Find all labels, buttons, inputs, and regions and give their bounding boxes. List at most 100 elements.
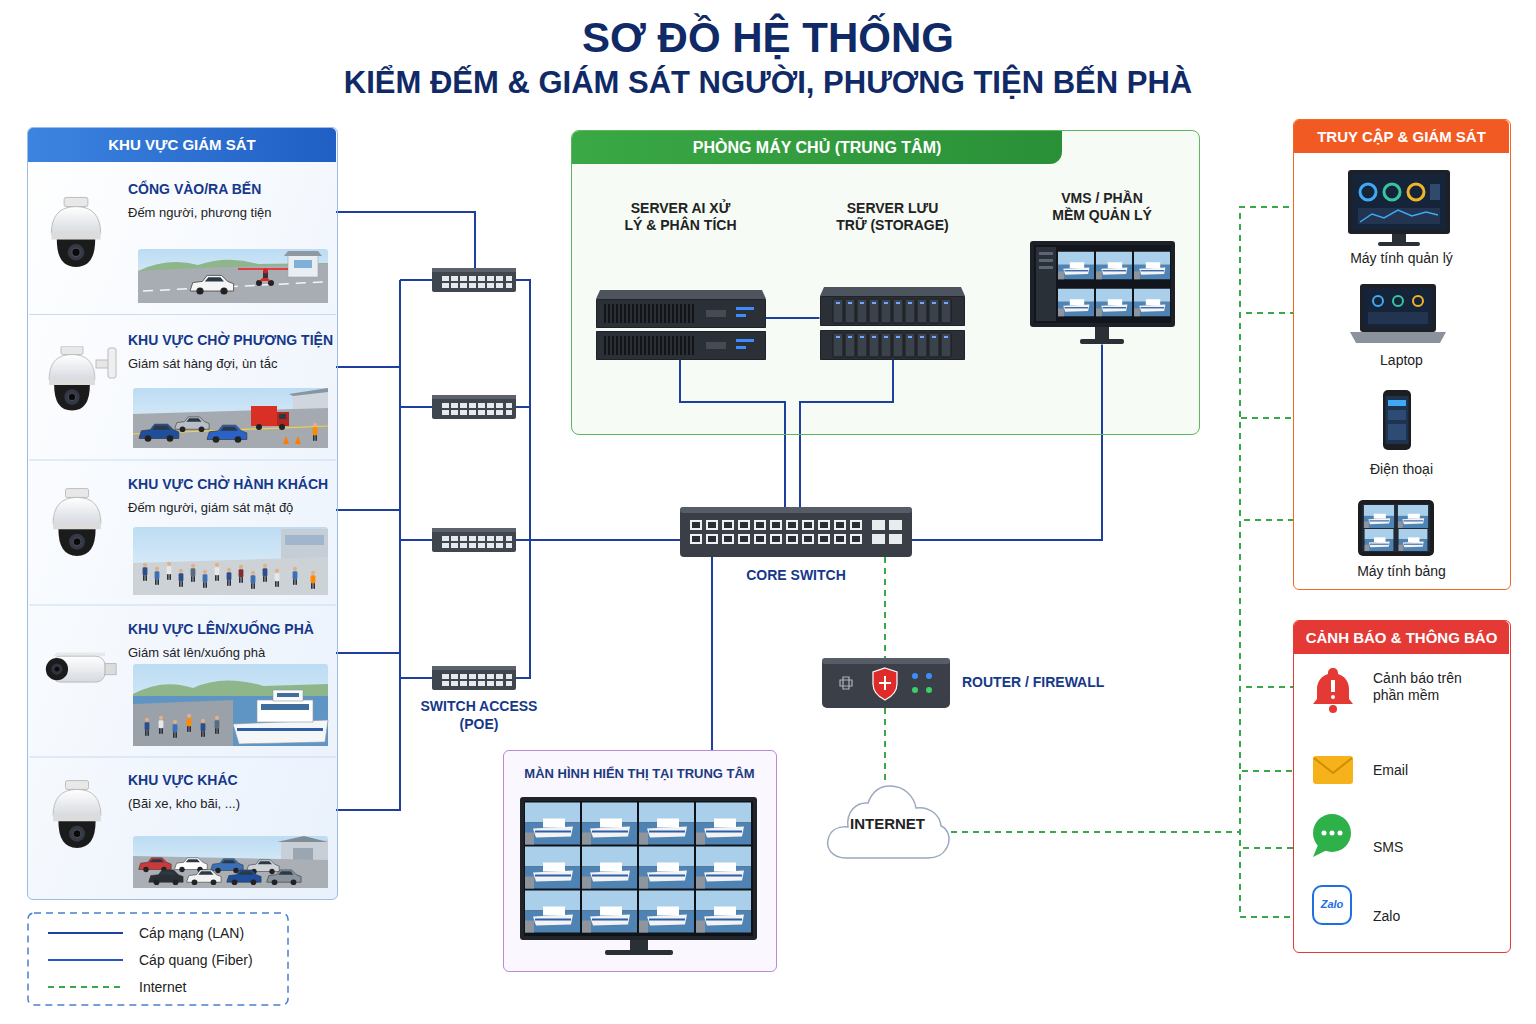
alert-item: Cảnh báo trên phần mềm bbox=[1294, 662, 1509, 714]
vehicle-queue-scene bbox=[313, 423, 318, 441]
access-switch-icon bbox=[432, 268, 516, 690]
vehicle-queue-scene bbox=[279, 424, 285, 430]
ai-server: SERVER AI XỬ LÝ & PHÂN TÍCH bbox=[596, 200, 766, 360]
node-text: Email bbox=[1373, 762, 1491, 780]
vms-software: VMS / PHẦN MỀM QUẢN LÝ bbox=[1030, 190, 1175, 345]
panel-fills bbox=[27, 127, 338, 900]
core-switch: CORE SWITCH bbox=[680, 507, 912, 557]
ferry-scene bbox=[233, 720, 328, 744]
ferry-scene bbox=[133, 700, 233, 746]
laptop-icon bbox=[1393, 296, 1403, 306]
node-text: CỔNG VÀO/RA BẾN bbox=[128, 181, 335, 199]
vms-monitor-icon bbox=[1039, 266, 1053, 269]
diagram-subtitle: KIỂM ĐẾM & GIÁM SÁT NGƯỜI, PHƯƠNG TIỆN B… bbox=[0, 64, 1536, 103]
ai-server-icon bbox=[596, 290, 766, 360]
camera-icon bbox=[53, 781, 101, 848]
ferry-scene bbox=[187, 714, 192, 732]
switch-group: SWITCH ACCESS (POE) bbox=[414, 262, 544, 740]
display-monitor-icon bbox=[639, 891, 694, 933]
node-text: PHÒNG MÁY CHỦ (TRUNG TÂM) bbox=[572, 131, 1062, 164]
legend-sample bbox=[48, 932, 123, 934]
phone-icon bbox=[1386, 396, 1409, 444]
vehicle-queue-scene bbox=[139, 424, 179, 442]
camera-icon bbox=[46, 653, 116, 683]
row-separator bbox=[29, 757, 336, 758]
node-text: Điện thoại bbox=[1294, 461, 1509, 479]
sms-icon bbox=[1313, 814, 1351, 852]
laptop-icon bbox=[1350, 284, 1446, 343]
network-cable bbox=[680, 360, 785, 508]
desktop-icon bbox=[1392, 234, 1406, 242]
row-separator bbox=[29, 314, 336, 315]
vehicle-queue-scene bbox=[251, 406, 277, 426]
internet-link bbox=[951, 207, 1294, 832]
ferry-scene bbox=[261, 704, 309, 710]
legend-frame bbox=[28, 913, 288, 1005]
passenger-scene bbox=[285, 535, 324, 545]
gate-scene bbox=[190, 275, 233, 294]
node-text: SWITCH ACCESS (POE) bbox=[414, 698, 544, 733]
access-panel: TRUY CẬP & GIÁM SÁTMáy tính quản lýLapto… bbox=[1293, 119, 1511, 590]
internet-cloud: INTERNET bbox=[824, 784, 951, 862]
display-monitor-icon bbox=[696, 803, 751, 845]
display-monitor-icon bbox=[520, 797, 757, 940]
vms-monitor-icon bbox=[1030, 241, 1175, 344]
passenger-scene bbox=[311, 571, 316, 589]
internet-link bbox=[951, 771, 1294, 832]
display-monitor-icon bbox=[524, 801, 753, 936]
parking-scene bbox=[133, 856, 328, 888]
vms-monitor-icon bbox=[1036, 247, 1056, 321]
vms-monitor-icon bbox=[1096, 289, 1132, 316]
panel-fills bbox=[503, 750, 777, 972]
sms-icon bbox=[1330, 831, 1335, 836]
tablet-icon bbox=[1358, 500, 1434, 556]
display-monitor-icon bbox=[525, 847, 580, 889]
network-cable bbox=[336, 367, 414, 407]
router-icon bbox=[926, 687, 932, 693]
device-item: Điện thoại bbox=[1294, 386, 1509, 480]
phone-icon bbox=[1388, 400, 1406, 406]
passenger-scene bbox=[215, 563, 220, 581]
display-monitor-icon bbox=[582, 891, 637, 933]
device-item: Máy tính bảng bbox=[1294, 496, 1509, 582]
router-icon bbox=[822, 658, 950, 708]
desktop-icon bbox=[1360, 184, 1376, 200]
passenger-scene bbox=[155, 567, 160, 585]
legend-item: Cáp mạng (LAN) bbox=[28, 924, 288, 942]
desktop-icon bbox=[1352, 174, 1446, 230]
router-icon bbox=[822, 658, 950, 708]
row-separator bbox=[29, 605, 336, 606]
alert-bell-icon bbox=[1313, 668, 1353, 704]
network-cable bbox=[711, 557, 713, 750]
access-switch-wiring bbox=[400, 262, 544, 810]
router-icon bbox=[879, 676, 891, 690]
legend-text: Cáp quang (Fiber) bbox=[139, 951, 284, 969]
laptop-icon bbox=[1350, 332, 1446, 343]
display-monitor-icon bbox=[630, 940, 648, 950]
vehicle-queue-scene bbox=[277, 412, 289, 426]
access-switch-icon bbox=[432, 395, 516, 419]
node-text: SERVER LƯU TRỮ (STORAGE) bbox=[812, 200, 974, 235]
passenger-scene bbox=[133, 527, 328, 595]
alert-bell-icon bbox=[1331, 695, 1335, 699]
alert-bell-icon bbox=[1329, 705, 1337, 713]
zalo-icon bbox=[1313, 886, 1351, 924]
legend-text: Cáp mạng (LAN) bbox=[139, 924, 284, 942]
gate-scene bbox=[294, 260, 312, 268]
alert-bell-icon bbox=[1331, 680, 1335, 692]
display-monitor-icon bbox=[582, 803, 637, 845]
ferry-scene bbox=[145, 718, 150, 736]
router-icon bbox=[822, 658, 950, 664]
zalo-icon bbox=[1313, 886, 1351, 924]
ferry-scene bbox=[133, 664, 328, 746]
display-monitor-icon bbox=[605, 950, 673, 955]
legend-sample bbox=[48, 986, 123, 988]
vehicle-queue-scene bbox=[279, 414, 286, 419]
display-monitor-icon bbox=[525, 891, 580, 933]
vehicle-queue-scene bbox=[295, 436, 301, 444]
vehicle-queue-scene bbox=[133, 408, 328, 448]
legend-sample bbox=[48, 978, 123, 996]
tablet-icon bbox=[1365, 529, 1394, 551]
internet-link bbox=[884, 708, 886, 784]
camera-icon bbox=[51, 197, 100, 266]
